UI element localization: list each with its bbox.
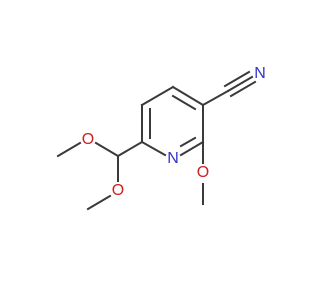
nitrile-triple-bond-b xyxy=(223,70,251,88)
ring-bond-n1-c2-inner xyxy=(179,136,197,148)
dimethyl-acetal-group: O O xyxy=(56,131,144,211)
nitrile-triple-bond-a xyxy=(226,75,254,93)
nitrile-group: N xyxy=(201,65,266,107)
acetal-bond-o-bottom-ch3 xyxy=(86,194,112,211)
nitrile-bond-ring xyxy=(201,89,230,107)
chemical-structure-diagram: N O O O N xyxy=(56,65,266,211)
ring-bond-n1-c2 xyxy=(179,140,205,157)
nitrile-triple-bond-c xyxy=(229,80,257,98)
acetal-bond-o-top-ch3 xyxy=(56,141,82,158)
ring-bond-c6-n1 xyxy=(140,140,167,157)
methoxy-group: O xyxy=(197,141,209,205)
acetal-top-oxygen-label: O xyxy=(82,131,94,148)
nitrile-nitrogen-label: N xyxy=(254,65,266,82)
ring-nitrogen-label: N xyxy=(167,150,179,167)
acetal-bottom-oxygen-label: O xyxy=(112,182,124,199)
ring-bond-c3-c4-inner xyxy=(171,94,197,111)
methoxy-oxygen-label: O xyxy=(197,164,209,181)
pyridine-ring xyxy=(140,85,205,157)
ring-bond-c3-c4 xyxy=(171,85,205,107)
ring-bond-c4-c5 xyxy=(140,85,175,107)
acetal-bond-ring-ch xyxy=(116,140,144,158)
acetal-bond-ch-o-top xyxy=(94,141,120,158)
